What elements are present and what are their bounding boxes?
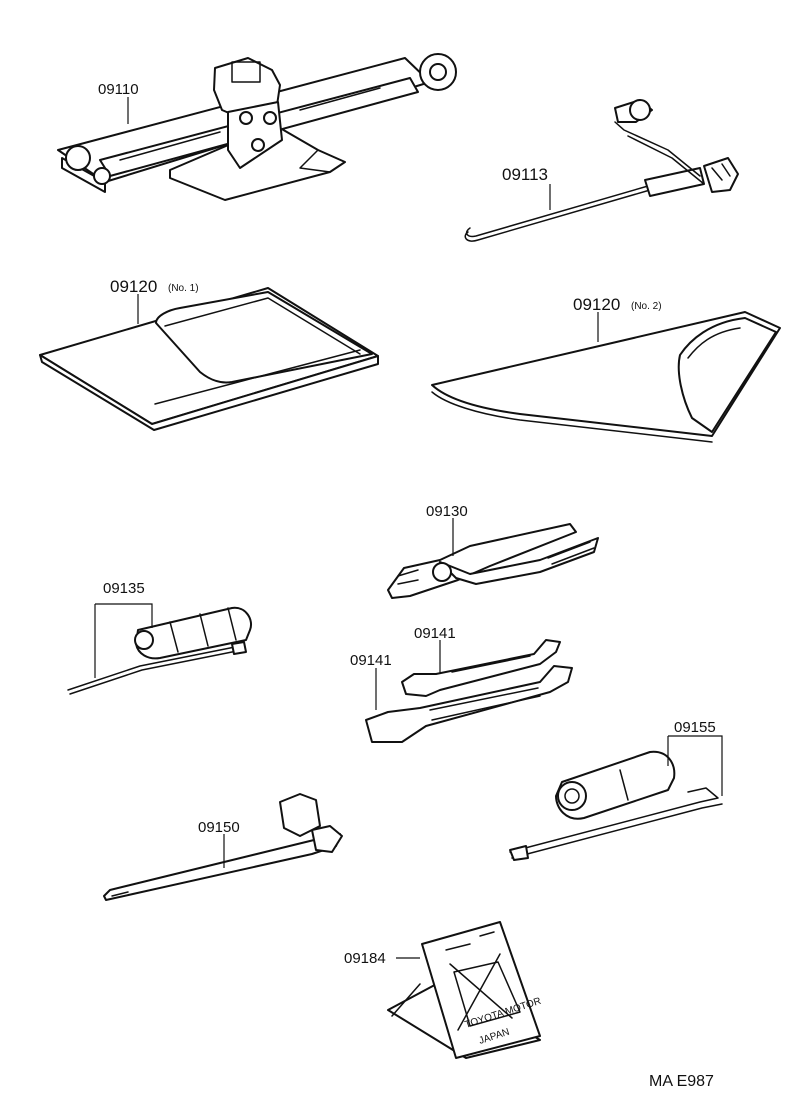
plug-wrench-illustration [509, 750, 723, 861]
leader-line [667, 735, 723, 796]
tool-bag-no2-note: (No. 2) [631, 301, 662, 312]
leader-line [94, 603, 153, 678]
part-number-tool-bag-no1: 09120 [110, 277, 157, 296]
lug-wrench-illustration [103, 793, 343, 901]
tool-bag-no2-illustration [431, 311, 781, 443]
warning-triangle-illustration [387, 921, 541, 1059]
part-number-pliers: 09130 [426, 503, 468, 520]
pliers-illustration [387, 523, 599, 599]
part-number-lug-wrench: 09150 [198, 819, 240, 836]
part-number-warning-triangle: 09184 [344, 950, 386, 967]
jack-handle-illustration [464, 99, 739, 242]
part-number-wrench-small: 09141 [414, 625, 456, 642]
small-wrench-illustration [401, 639, 561, 697]
scissor-jack-illustration [57, 53, 457, 201]
part-number-jack-handle: 09113 [502, 165, 548, 184]
large-wrench-illustration [365, 665, 573, 743]
part-number-plug-wrench: 09155 [674, 719, 716, 736]
part-number-wrench-large: 09141 [350, 652, 392, 669]
part-number-tool-bag-no2: 09120 [573, 295, 620, 314]
part-number-jack: 09110 [98, 81, 139, 98]
screwdriver-illustration [67, 606, 252, 695]
part-number-screwdriver: 09135 [103, 580, 145, 597]
tool-bag-no1-note: (No. 1) [168, 283, 199, 294]
drawing-reference: MA E987 [649, 1073, 714, 1090]
tool-bag-no1-illustration [39, 287, 379, 431]
